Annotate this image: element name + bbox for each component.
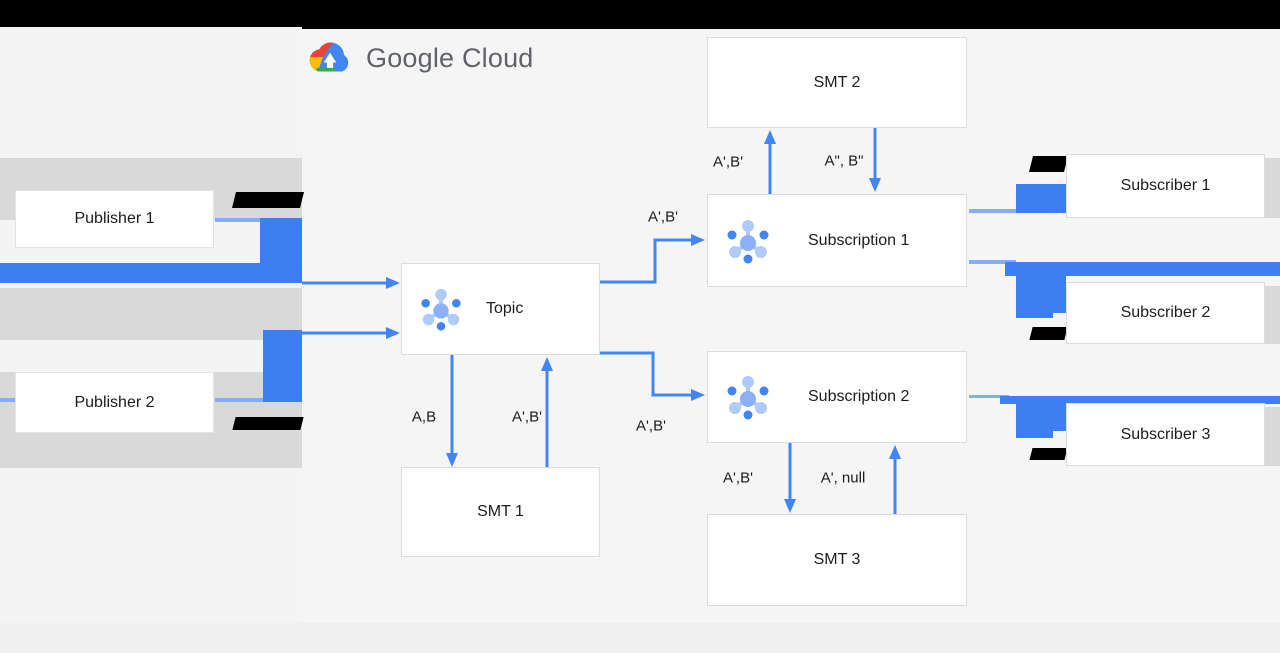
publisher-2-node: Publisher 2 [15, 372, 214, 433]
google-cloud-logo: Google Cloud [308, 40, 534, 76]
edge-label-subscription2-smt3: A',B' [723, 469, 753, 487]
smt-1-label: SMT 1 [477, 503, 524, 520]
black-message-arrow-pub1 [232, 192, 304, 208]
flow-thin-line-pub1 [215, 218, 261, 222]
publisher-2-label: Publisher 2 [74, 393, 155, 411]
subscriber-2-node: Subscriber 2 [1066, 282, 1265, 344]
edge-label-smt1-topic: A',B' [512, 408, 542, 426]
subscriber-1-edge-strip [1265, 158, 1280, 218]
edge-label-topic-smt1: A,B [411, 408, 437, 426]
flow-thin-line-pub2-left [0, 398, 15, 402]
smt-2-label: SMT 2 [813, 73, 861, 91]
edge-label-subscription1-smt2: A',B' [713, 153, 743, 171]
google-cloud-icon [309, 42, 349, 72]
subscriber-3-node: Subscriber 3 [1066, 403, 1265, 466]
flow-column-sub2 [1016, 403, 1066, 431]
edge-label-smt3-subscription2: A', null [820, 469, 866, 487]
middle-band [0, 288, 302, 340]
flow-band-pub1 [0, 263, 262, 283]
flow-thin-line-pub2-right [215, 398, 265, 402]
flow-blob-sub1a [1016, 184, 1066, 213]
subscriber-2-label: Subscriber 2 [1120, 304, 1211, 321]
subscriber-3-edge-strip [1265, 407, 1280, 466]
flow-thin-line-sub2 [969, 395, 1009, 398]
flow-bar-sub2 [1000, 396, 1280, 404]
top-bar-right [302, 0, 1280, 29]
flow-tab-sub2 [1016, 431, 1053, 438]
flow-column-pub1 [260, 218, 302, 283]
smt-2-node: SMT 2 [707, 37, 967, 128]
flow-thin-line-sub1b [969, 260, 1016, 264]
edge-label-topic-subscription2: A',B' [636, 417, 666, 435]
smt-3-label: SMT 3 [813, 551, 861, 568]
topic-node: Topic [401, 263, 600, 355]
flow-thin-line-sub1a [969, 209, 1016, 213]
subscriber-2-edge-strip [1265, 286, 1280, 344]
black-message-arrow-sub2 [1029, 327, 1068, 340]
subscription-1-node: Subscription 1 [707, 194, 967, 287]
subscriber-1-label: Subscriber 1 [1120, 177, 1211, 194]
pubsub-subscription2-icon [724, 373, 772, 421]
flow-tab-sub1b [1016, 313, 1053, 318]
smt-1-node: SMT 1 [401, 467, 600, 557]
flow-bar-sub1b [1005, 262, 1280, 276]
flow-column-sub1b [1016, 262, 1066, 313]
smt-3-node: SMT 3 [707, 514, 967, 606]
subscription-2-node: Subscription 2 [707, 351, 967, 443]
black-message-arrow-sub1 [1029, 156, 1068, 172]
publisher-1-label: Publisher 1 [74, 210, 155, 227]
top-bar-left [0, 0, 302, 27]
google-cloud-logo-text: Google Cloud [366, 42, 534, 73]
subscription-2-label: Subscription 2 [808, 388, 910, 405]
edge-label-topic-subscription1: A',B' [648, 208, 678, 226]
pubsub-subscription1-icon [724, 217, 772, 265]
bottom-strip [0, 623, 1280, 653]
flow-column-pub2 [263, 330, 302, 402]
subscriber-3-label: Subscriber 3 [1120, 425, 1211, 443]
black-message-arrow-sub3 [1029, 448, 1068, 460]
edge-label-smt2-subscription1: A", B" [824, 152, 864, 170]
subscriber-1-node: Subscriber 1 [1066, 154, 1265, 218]
publisher-1-node: Publisher 1 [15, 190, 214, 248]
black-message-arrow-pub2 [232, 417, 304, 430]
subscription-1-label: Subscription 1 [808, 231, 910, 249]
pubsub-topic-icon [418, 286, 464, 332]
topic-label: Topic [486, 300, 524, 317]
